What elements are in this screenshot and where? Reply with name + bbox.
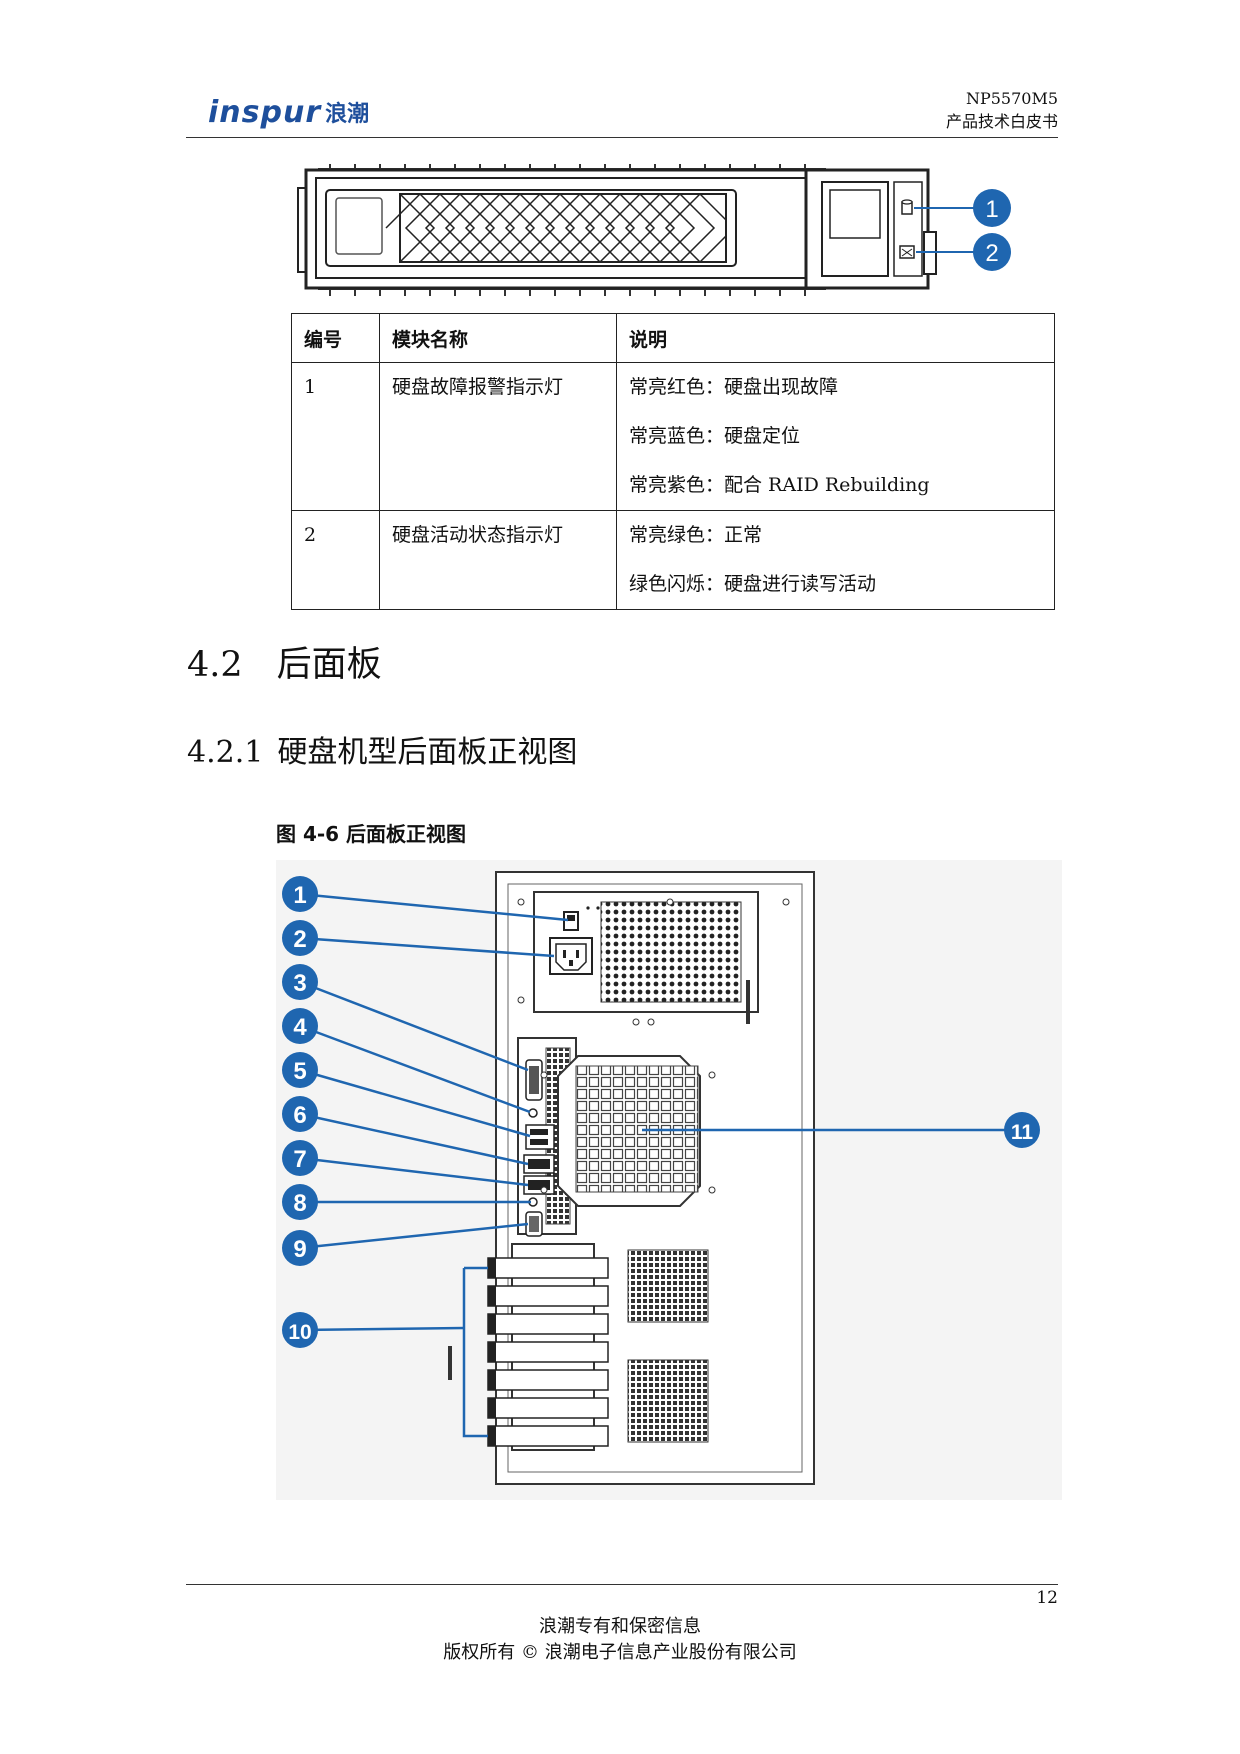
row-name: 硬盘故障报警指示灯 — [392, 376, 564, 398]
footer-rule — [186, 1584, 1058, 1585]
rear-callout-3: 3 — [282, 964, 318, 1000]
rear-callout-10: 10 — [282, 1312, 318, 1348]
page-number: 12 — [1036, 1588, 1058, 1608]
drive-tray-figure: 1 2 — [297, 164, 1011, 296]
lan-port-icon — [523, 1154, 555, 1174]
svg-text:3: 3 — [293, 970, 306, 997]
rear-callout-2: 2 — [282, 920, 318, 956]
section-title: 后面板 — [276, 645, 382, 685]
svg-text:6: 6 — [293, 1102, 306, 1129]
vga-port-icon — [525, 1059, 543, 1101]
row-desc-line: 常亮红色：硬盘出现故障 — [629, 376, 839, 398]
rear-callout-5: 5 — [282, 1052, 318, 1088]
subsection-heading: 4.2.1 硬盘机型后面板正视图 — [187, 727, 577, 771]
rear-panel-figure: 1 2 3 4 5 6 7 8 9 10 11 — [276, 860, 1062, 1500]
svg-text:5: 5 — [293, 1058, 306, 1085]
footer-copyright: 版权所有 © 浪潮电子信息产业股份有限公司 — [443, 1642, 797, 1663]
header-num: 编号 — [291, 313, 380, 363]
header-name: 模块名称 — [379, 313, 617, 363]
usb-port-icon — [525, 1124, 555, 1150]
row-desc-line: 常亮绿色：正常 — [629, 524, 763, 546]
power-switch-icon — [563, 911, 579, 931]
drive-callout-1: 1 — [973, 189, 1011, 227]
logo-cn-text: 浪潮 — [325, 102, 370, 127]
svg-text:10: 10 — [288, 1321, 311, 1344]
drive-callout-2: 2 — [973, 233, 1011, 271]
table-row: 2 硬盘活动状态指示灯 常亮绿色：正常 绿色闪烁：硬盘进行读写活动 — [291, 510, 1055, 610]
svg-text:1: 1 — [985, 196, 998, 223]
uid-button-icon — [528, 1108, 538, 1118]
row-name: 硬盘活动状态指示灯 — [392, 524, 564, 546]
rear-callout-6: 6 — [282, 1096, 318, 1132]
section-heading: 4.2 后面板 — [187, 636, 382, 687]
rear-callout-9: 9 — [282, 1230, 318, 1266]
subsection-number: 4.2.1 — [187, 735, 264, 770]
svg-text:1: 1 — [293, 882, 306, 909]
inspur-logo: inspur 浪潮 — [208, 94, 369, 130]
rear-callout-1: 1 — [282, 876, 318, 912]
section-number: 4.2 — [187, 645, 243, 685]
table-header-row: 编号 模块名称 说明 — [291, 313, 1055, 363]
svg-text:9: 9 — [293, 1236, 306, 1263]
svg-text:11: 11 — [1011, 1121, 1034, 1144]
svg-text:2: 2 — [985, 240, 998, 267]
table-row: 1 硬盘故障报警指示灯 常亮红色：硬盘出现故障 常亮蓝色：硬盘定位 常亮紫色：配… — [291, 362, 1055, 511]
svg-text:2: 2 — [293, 926, 306, 953]
lan-port-icon — [523, 1175, 555, 1195]
row-desc-line: 常亮紫色：配合 RAID Rebuilding — [629, 474, 930, 496]
rear-callout-11: 11 — [1004, 1112, 1040, 1148]
row-desc-line: 常亮蓝色：硬盘定位 — [629, 425, 801, 447]
svg-text:7: 7 — [293, 1146, 306, 1173]
power-inlet-icon — [549, 937, 593, 975]
logo-text: inspur — [208, 94, 322, 130]
header-rule — [186, 137, 1058, 138]
serial-port-icon — [525, 1211, 543, 1237]
figure-caption: 图 4-6 后面板正视图 — [276, 822, 467, 846]
header-model: NP5570M5 — [965, 89, 1058, 108]
footer-confidential: 浪潮专有和保密信息 — [539, 1616, 701, 1637]
activity-led-icon — [899, 245, 915, 259]
fault-led-icon — [901, 199, 913, 215]
header-doc-title: 产品技术白皮书 — [945, 112, 1058, 131]
svg-text:4: 4 — [293, 1014, 307, 1041]
subsection-title: 硬盘机型后面板正视图 — [277, 735, 578, 770]
rear-callout-8: 8 — [282, 1184, 318, 1220]
row-desc-line: 绿色闪烁：硬盘进行读写活动 — [629, 573, 877, 595]
svg-text:8: 8 — [293, 1190, 306, 1217]
header-desc: 说明 — [616, 313, 1055, 363]
rear-callout-7: 7 — [282, 1140, 318, 1176]
row-num: 1 — [304, 376, 317, 398]
row-num: 2 — [304, 524, 317, 546]
led-spec-table: 编号 模块名称 说明 1 硬盘故障报警指示灯 常亮红色：硬盘出现故障 常亮蓝色：… — [291, 313, 1055, 610]
rear-callout-4: 4 — [282, 1008, 318, 1044]
